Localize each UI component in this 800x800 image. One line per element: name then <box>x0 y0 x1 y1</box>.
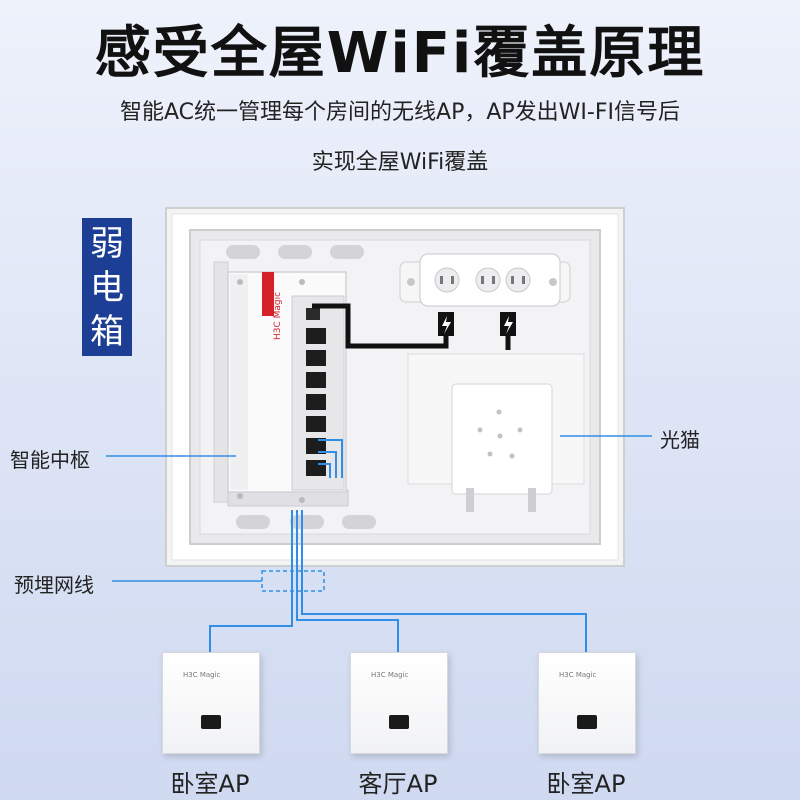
badge-char-2: 电 <box>90 268 124 308</box>
ap-device-living-room: H3C Magic <box>350 652 448 754</box>
cable-label: 预埋网线 <box>14 573 94 597</box>
badge-char-1: 弱 <box>90 224 124 264</box>
ap-device-bedroom-1: H3C Magic <box>162 652 260 754</box>
weak-current-box-badge: 弱 电 箱 <box>82 218 132 356</box>
ap-label-living-room: 客厅AP <box>358 770 438 798</box>
smart-hub-device: H3C Magic <box>227 271 347 503</box>
page-title: 感受全屋WiFi覆盖原理 <box>94 21 706 86</box>
modem-label: 光猫 <box>660 428 700 452</box>
ap-brand: H3C Magic <box>559 671 597 679</box>
ethernet-port-icon <box>577 715 597 729</box>
hub-brand-text: H3C Magic <box>273 292 283 340</box>
badge-char-3: 箱 <box>90 312 124 352</box>
subtitle-line-2: 实现全屋WiFi覆盖 <box>311 150 489 175</box>
ap-label-bedroom-2: 卧室AP <box>546 770 626 798</box>
subtitle-line-1: 智能AC统一管理每个房间的无线AP，AP发出WI-FI信号后 <box>120 100 680 125</box>
ap-brand: H3C Magic <box>371 671 409 679</box>
ethernet-port-icon <box>389 715 409 729</box>
ap-brand: H3C Magic <box>183 671 221 679</box>
power-plugs <box>438 312 516 336</box>
optical-modem <box>407 353 585 512</box>
power-strip <box>399 253 571 307</box>
ap-device-bedroom-2: H3C Magic <box>538 652 636 754</box>
ap-label-bedroom-1: 卧室AP <box>170 770 250 798</box>
ethernet-port-icon <box>201 715 221 729</box>
hub-label: 智能中枢 <box>10 448 90 472</box>
